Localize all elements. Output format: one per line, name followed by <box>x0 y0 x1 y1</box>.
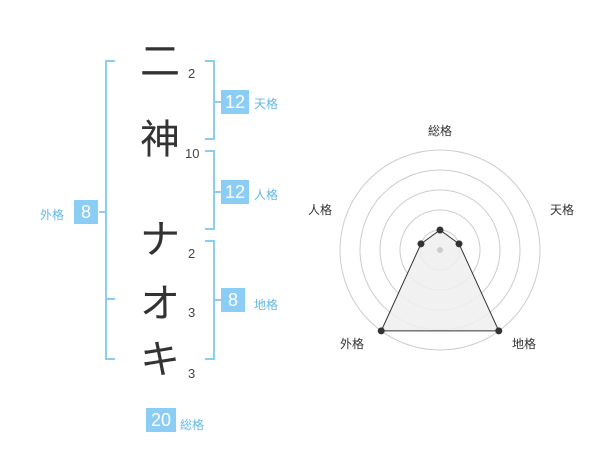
radar-point-1 <box>455 240 463 248</box>
gaikaku-bracket-top <box>105 60 115 62</box>
chikaku-bracket-vertical <box>213 240 215 360</box>
radar-point-0 <box>436 226 444 234</box>
jinkaku-bracket-tick <box>215 191 221 193</box>
radar-axis-label-jinkaku: 人格 <box>307 203 332 217</box>
radar-axis-label-tenkaku: 天格 <box>549 203 574 217</box>
radar-axis-label-soukaku: 総格 <box>427 124 452 138</box>
tenkaku-bracket-tick <box>215 101 221 103</box>
name-char-5: キ <box>140 337 180 383</box>
tenkaku-label: 天格 <box>254 97 279 111</box>
chikaku-bracket-bottom <box>205 358 215 360</box>
jinkaku-value: 12 <box>221 180 249 204</box>
gaikaku-bracket-mid <box>105 298 115 300</box>
radar-axis-label-gaikaku: 外格 <box>339 337 364 351</box>
jinkaku-bracket-vertical <box>213 150 215 230</box>
name-char-2: 神 <box>140 117 180 163</box>
gaikaku-bracket-tick <box>99 211 105 213</box>
radar-point-4 <box>417 240 425 248</box>
gaikaku-label: 外格 <box>40 208 65 222</box>
tenkaku-bracket-bottom <box>205 138 215 140</box>
radar-grid-ring <box>339 149 541 351</box>
tenkaku-bracket-vertical <box>213 60 215 140</box>
soukaku-label: 総格 <box>180 418 205 432</box>
gaikaku-bracket-vertical <box>105 60 107 360</box>
radar-center-dot <box>437 247 443 253</box>
jinkaku-label: 人格 <box>254 188 279 202</box>
jinkaku-bracket-top <box>205 150 215 152</box>
chikaku-bracket-tick <box>215 299 221 301</box>
tenkaku-value: 12 <box>221 90 249 114</box>
chikaku-value: 8 <box>221 288 245 312</box>
radar-point-2 <box>495 327 503 335</box>
stroke-count-1: 2 <box>188 66 196 81</box>
tenkaku-bracket-top <box>205 60 215 62</box>
radar-polygon <box>380 229 500 332</box>
jinkaku-bracket-bottom <box>205 228 215 230</box>
gaikaku-bracket-bottom <box>105 358 115 360</box>
gaikaku-value: 8 <box>74 200 98 224</box>
radar-point-3 <box>377 327 385 335</box>
name-char-3: ナ <box>140 217 180 263</box>
stroke-count-5: 3 <box>188 366 196 381</box>
chikaku-bracket-top <box>205 240 215 242</box>
stroke-count-3: 2 <box>188 246 196 261</box>
stroke-count-2: 10 <box>185 146 200 161</box>
radar-axis-label-chikaku: 地格 <box>511 337 536 351</box>
soukaku-value: 20 <box>146 408 176 432</box>
chikaku-label: 地格 <box>254 298 279 312</box>
name-char-1: 二 <box>140 39 180 85</box>
stroke-count-4: 3 <box>188 305 196 320</box>
name-char-4: オ <box>140 281 180 327</box>
